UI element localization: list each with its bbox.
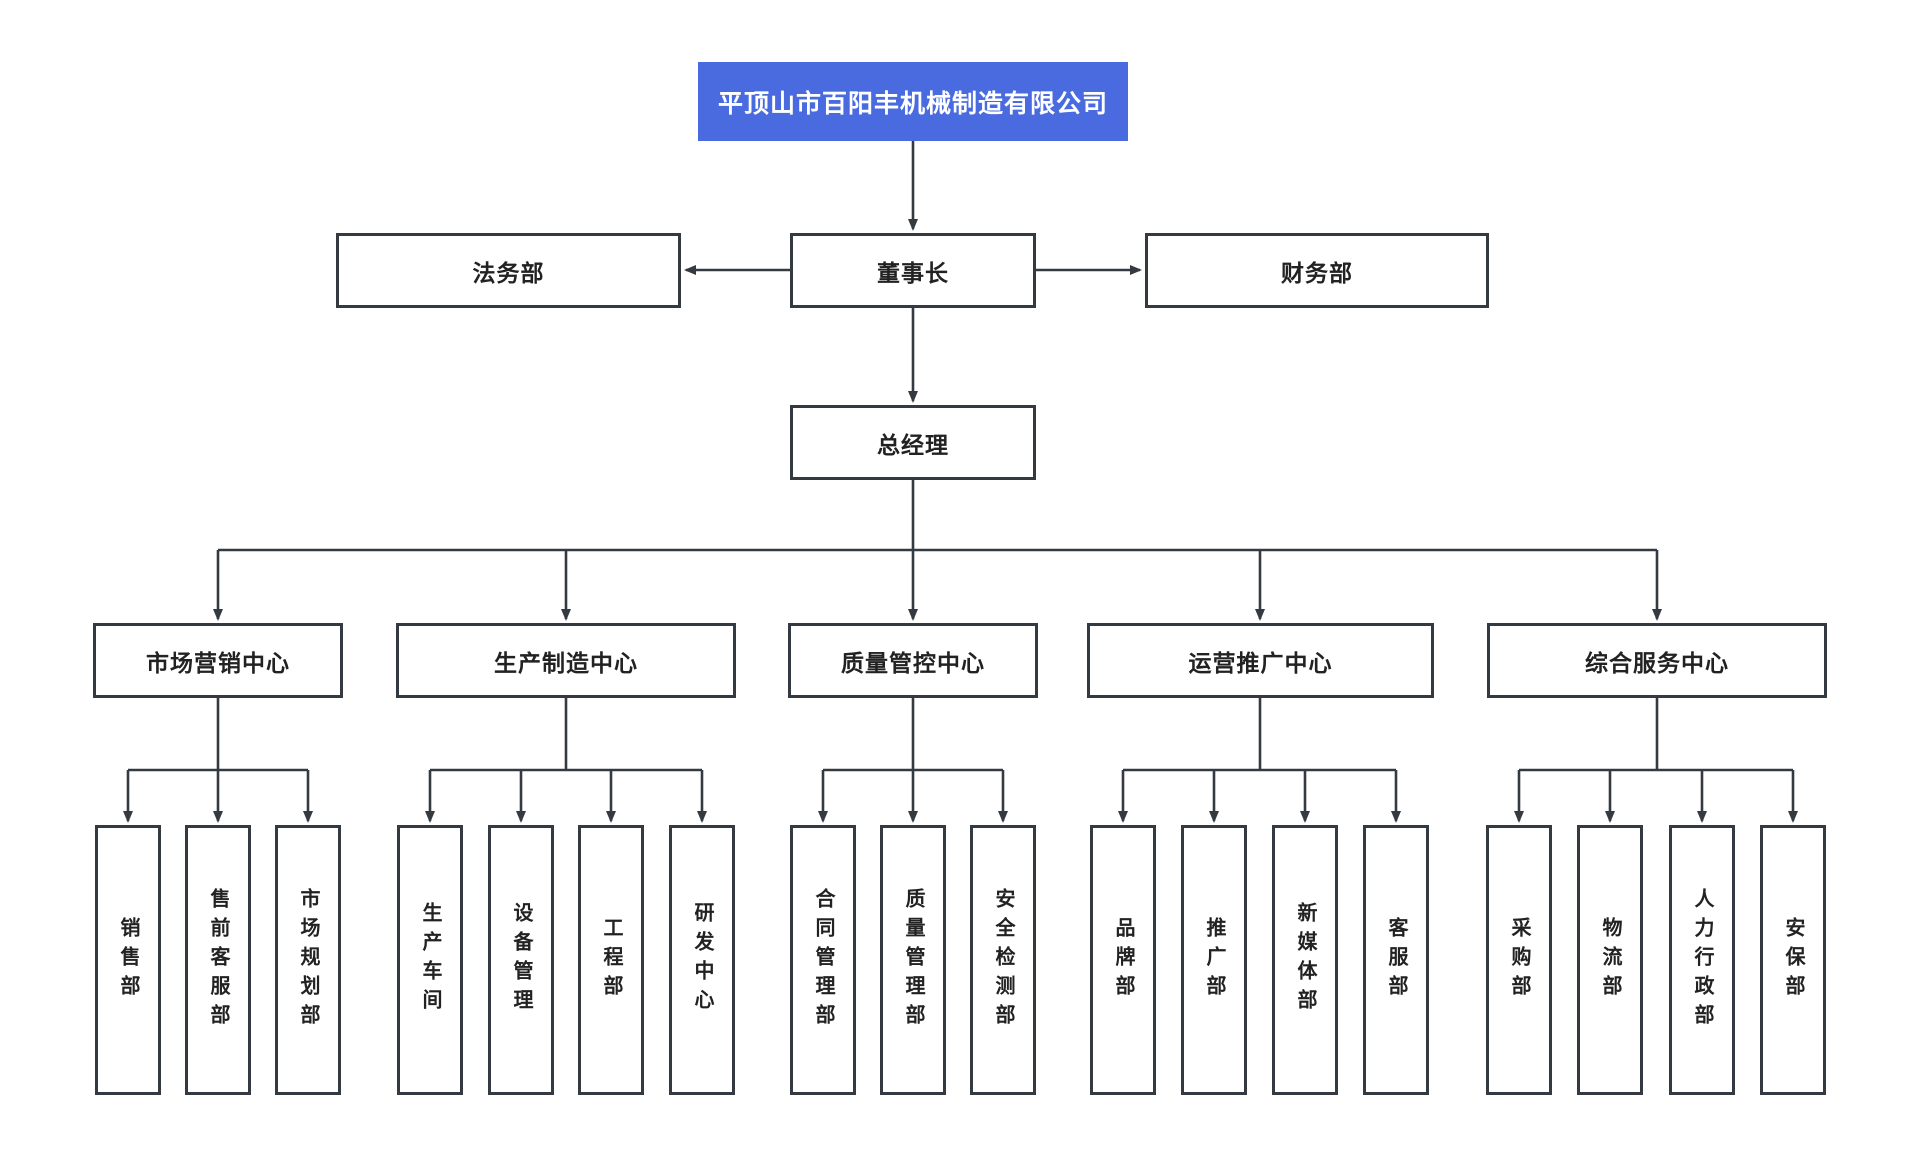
dept-box-promotion: 推广部 bbox=[1181, 825, 1247, 1095]
center-box-operations: 运营推广中心 bbox=[1087, 623, 1434, 698]
dept-label: 销售部 bbox=[117, 916, 139, 1004]
dept-box-hr-admin: 人力行政部 bbox=[1669, 825, 1735, 1095]
general-manager-box: 总经理 bbox=[790, 405, 1036, 480]
chairman-box: 董事长 bbox=[790, 233, 1036, 308]
dept-label: 新媒体部 bbox=[1294, 902, 1316, 1018]
finance-dept-box: 财务部 bbox=[1145, 233, 1489, 308]
connector-group-4 bbox=[1118, 698, 1401, 823]
dept-box-presales-service: 售前客服部 bbox=[185, 825, 251, 1095]
dept-label: 安保部 bbox=[1782, 916, 1804, 1004]
dept-label: 物流部 bbox=[1599, 916, 1621, 1004]
connector-group-1 bbox=[123, 698, 313, 823]
dept-box-engineering: 工程部 bbox=[578, 825, 644, 1095]
legal-dept-box: 法务部 bbox=[336, 233, 681, 308]
connector-group-3 bbox=[818, 698, 1008, 823]
dept-label: 推广部 bbox=[1203, 916, 1225, 1004]
center-box-production: 生产制造中心 bbox=[396, 623, 736, 698]
dept-label: 市场规划部 bbox=[297, 887, 319, 1033]
dept-label: 采购部 bbox=[1508, 916, 1530, 1004]
center-box-quality: 质量管控中心 bbox=[788, 623, 1038, 698]
dept-box-security: 安保部 bbox=[1760, 825, 1826, 1095]
dept-label: 客服部 bbox=[1385, 916, 1407, 1004]
dept-box-purchasing: 采购部 bbox=[1486, 825, 1552, 1095]
dept-box-new-media: 新媒体部 bbox=[1272, 825, 1338, 1095]
dept-box-rnd-center: 研发中心 bbox=[669, 825, 735, 1095]
dept-box-safety-inspection: 安全检测部 bbox=[970, 825, 1036, 1095]
dept-label: 安全检测部 bbox=[992, 887, 1014, 1033]
dept-label: 生产车间 bbox=[419, 902, 441, 1018]
center-box-services: 综合服务中心 bbox=[1487, 623, 1827, 698]
dept-box-equipment-management: 设备管理 bbox=[488, 825, 554, 1095]
dept-label: 合同管理部 bbox=[812, 887, 834, 1033]
dept-box-brand: 品牌部 bbox=[1090, 825, 1156, 1095]
dept-box-contract-management: 合同管理部 bbox=[790, 825, 856, 1095]
dept-label: 售前客服部 bbox=[207, 887, 229, 1033]
dept-box-quality-management: 质量管理部 bbox=[880, 825, 946, 1095]
dept-label: 研发中心 bbox=[691, 902, 713, 1018]
dept-box-market-planning: 市场规划部 bbox=[275, 825, 341, 1095]
connector-group-trunk bbox=[213, 141, 1662, 621]
dept-box-production-workshop: 生产车间 bbox=[397, 825, 463, 1095]
dept-box-logistics: 物流部 bbox=[1577, 825, 1643, 1095]
dept-box-sales: 销售部 bbox=[95, 825, 161, 1095]
dept-label: 品牌部 bbox=[1112, 916, 1134, 1004]
connector-group-5 bbox=[1514, 698, 1798, 823]
org-root-box: 平顶山市百阳丰机械制造有限公司 bbox=[698, 62, 1128, 141]
dept-label: 人力行政部 bbox=[1691, 887, 1713, 1033]
dept-label: 设备管理 bbox=[510, 902, 532, 1018]
center-box-marketing: 市场营销中心 bbox=[93, 623, 343, 698]
dept-box-customer-service: 客服部 bbox=[1363, 825, 1429, 1095]
dept-label: 工程部 bbox=[600, 916, 622, 1004]
dept-label: 质量管理部 bbox=[902, 887, 924, 1033]
connector-group-2 bbox=[425, 698, 707, 823]
